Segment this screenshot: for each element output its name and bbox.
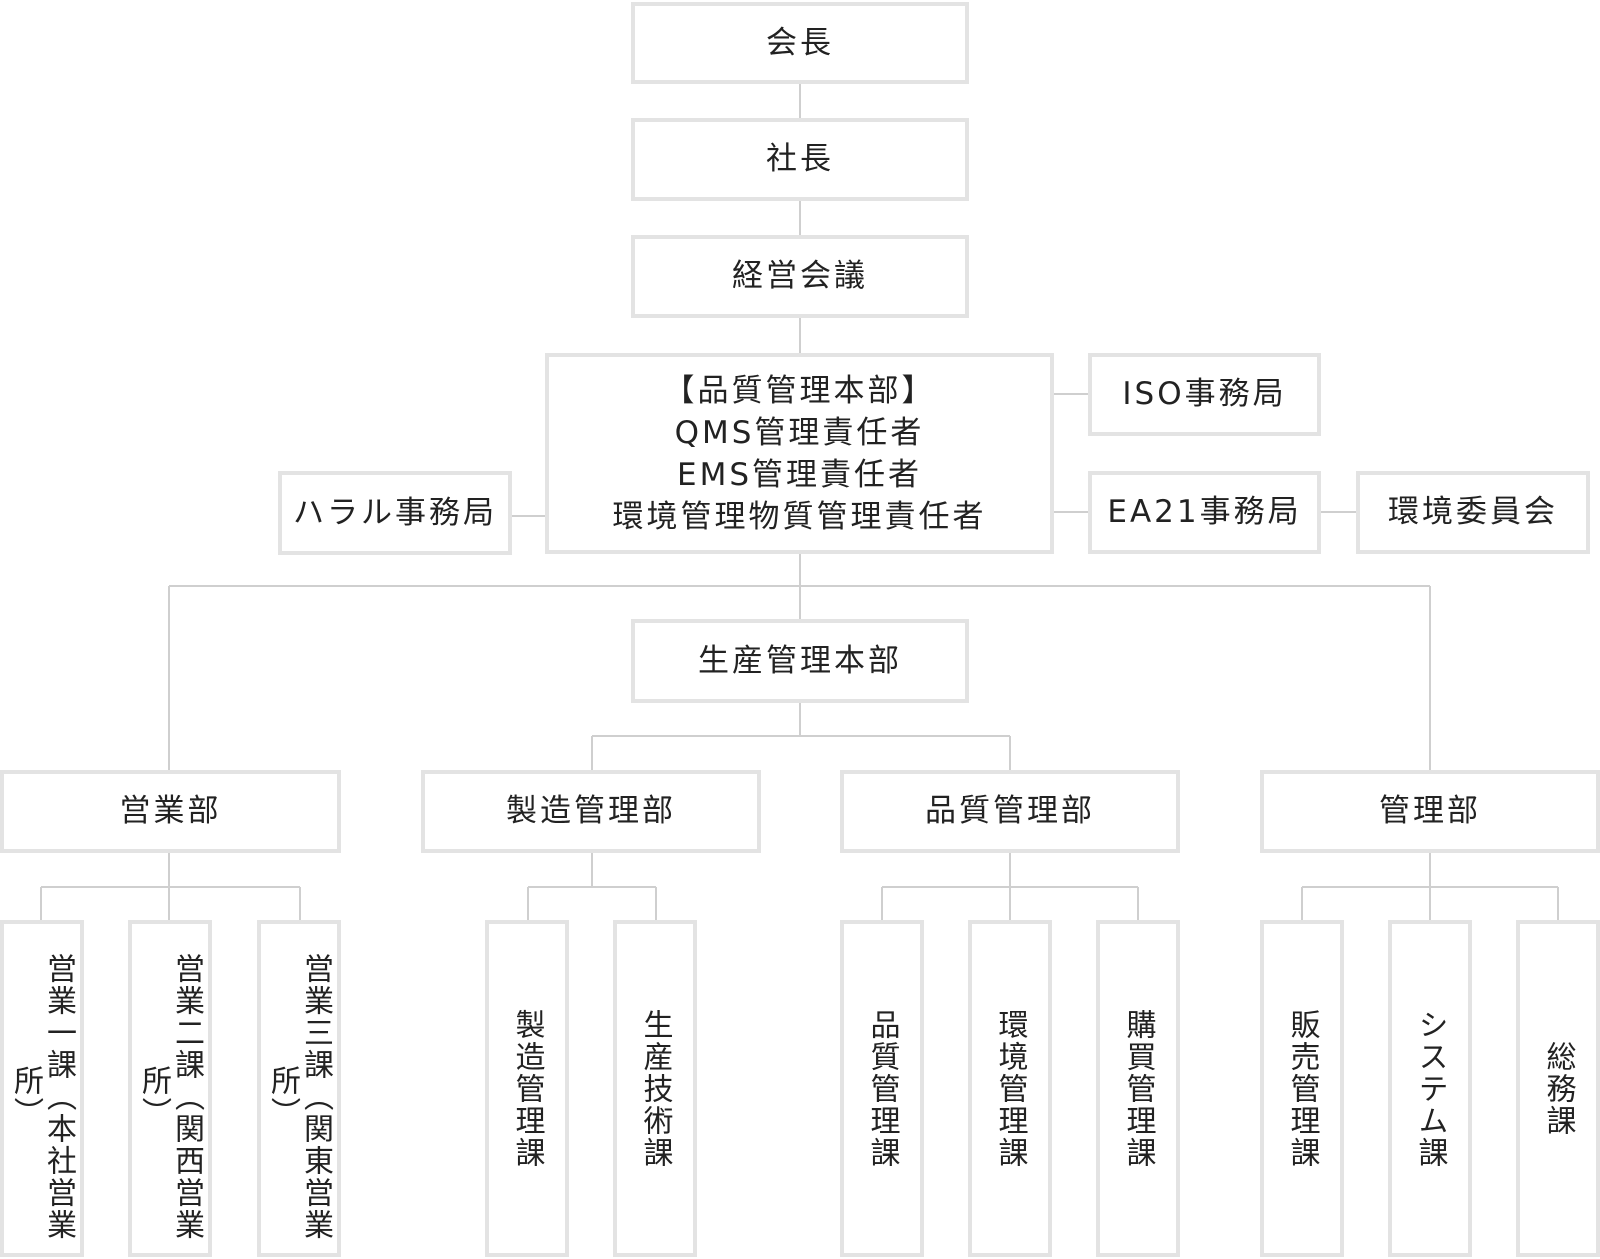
quality-section-3-label: 購買管理課 <box>1120 1008 1156 1169</box>
iso-office-label: ISO事務局 <box>1122 376 1287 413</box>
admin-section-1-box: 販売管理課 <box>1260 920 1344 1257</box>
mfg-section-1-box: 製造管理課 <box>485 920 569 1257</box>
admin-section-3-label: 総務課 <box>1540 1040 1576 1137</box>
env-substance-manager-label: 環境管理物質管理責任者 <box>612 498 987 535</box>
production-hq-box: 生産管理本部 <box>631 619 969 703</box>
ea21-office-label: EA21事務局 <box>1107 494 1302 531</box>
mfg-mgmt-dept-label: 製造管理部 <box>506 793 676 830</box>
mfg-section-2-box: 生産技術課 <box>613 920 697 1257</box>
sales-section-3-box: 営業三課（関東営業所） <box>257 920 341 1257</box>
production-hq-label: 生産管理本部 <box>698 642 902 679</box>
quality-section-3-box: 購買管理課 <box>1096 920 1180 1257</box>
quality-section-2-label: 環境管理課 <box>992 1008 1028 1169</box>
admin-section-1-label: 販売管理課 <box>1284 1008 1320 1169</box>
quality-hq-box: 【品質管理本部】 QMS管理責任者 EMS管理責任者 環境管理物質管理責任者 <box>545 353 1054 554</box>
quality-dept-box: 品質管理部 <box>840 770 1180 853</box>
quality-dept-label: 品質管理部 <box>925 793 1095 830</box>
sales-section-1-label: 営業一課（本社営業所） <box>8 952 76 1241</box>
management-meeting-label: 経営会議 <box>732 258 868 295</box>
admin-dept-box: 管理部 <box>1260 770 1600 853</box>
management-meeting-box: 経営会議 <box>631 235 969 318</box>
ea21-office-box: EA21事務局 <box>1088 471 1321 554</box>
president-label: 社長 <box>766 141 834 178</box>
quality-hq-title: 【品質管理本部】 <box>663 372 936 409</box>
chairman-box: 会長 <box>631 2 969 84</box>
qms-manager-label: QMS管理責任者 <box>674 414 925 451</box>
quality-section-2-box: 環境管理課 <box>968 920 1052 1257</box>
iso-office-box: ISO事務局 <box>1088 353 1321 436</box>
sales-section-3-label: 営業三課（関東営業所） <box>265 952 333 1241</box>
mfg-section-1-label: 製造管理課 <box>509 1008 545 1169</box>
quality-section-1-box: 品質管理課 <box>840 920 924 1257</box>
sales-section-2-label: 営業二課（関西営業所） <box>136 952 204 1241</box>
admin-dept-label: 管理部 <box>1379 793 1481 830</box>
env-committee-box: 環境委員会 <box>1356 471 1590 554</box>
chairman-label: 会長 <box>766 24 834 61</box>
mfg-mgmt-dept-box: 製造管理部 <box>421 770 761 853</box>
sales-section-1-box: 営業一課（本社営業所） <box>0 920 84 1257</box>
admin-section-2-box: システム課 <box>1388 920 1472 1257</box>
sales-dept-label: 営業部 <box>119 793 222 830</box>
admin-section-2-label: システム課 <box>1412 1008 1448 1169</box>
mfg-section-2-label: 生産技術課 <box>637 1008 673 1169</box>
quality-section-1-label: 品質管理課 <box>864 1008 900 1169</box>
ems-manager-label: EMS管理責任者 <box>676 456 922 493</box>
sales-section-2-box: 営業二課（関西営業所） <box>128 920 212 1257</box>
env-committee-label: 環境委員会 <box>1388 494 1558 531</box>
president-box: 社長 <box>631 118 969 201</box>
sales-dept-box: 営業部 <box>0 770 341 853</box>
halal-office-label: ハラル事務局 <box>293 494 497 531</box>
admin-section-3-box: 総務課 <box>1516 920 1600 1257</box>
halal-office-box: ハラル事務局 <box>278 471 512 555</box>
